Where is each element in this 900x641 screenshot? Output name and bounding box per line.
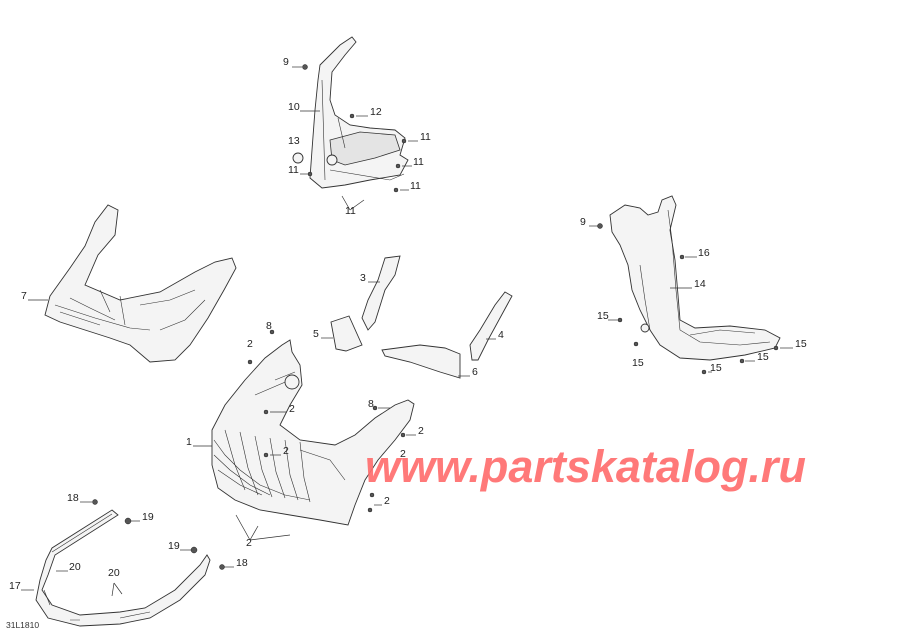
callout-11[interactable]: 11 <box>413 156 424 168</box>
callout-2[interactable]: 2 <box>418 425 424 437</box>
part-1-front-fascia <box>211 339 415 526</box>
callout-8[interactable]: 8 <box>266 320 272 332</box>
callout-2[interactable]: 2 <box>400 448 406 460</box>
callout-14[interactable]: 14 <box>694 278 706 290</box>
callout-7[interactable]: 7 <box>21 290 27 302</box>
callout-2[interactable]: 2 <box>384 495 390 507</box>
callout-2[interactable]: 2 <box>246 537 252 549</box>
callout-11[interactable]: 11 <box>420 131 431 143</box>
callout-20[interactable]: 20 <box>108 567 120 579</box>
part-14-frame <box>609 195 781 361</box>
callout-13[interactable]: 13 <box>288 135 300 147</box>
callout-20[interactable]: 20 <box>69 561 81 573</box>
callout-5[interactable]: 5 <box>313 328 319 340</box>
fasteners <box>92 64 779 570</box>
drawing-code: 31L1810 <box>6 620 40 630</box>
part-17-bumper <box>35 509 211 627</box>
callout-15[interactable]: 15 <box>710 362 722 374</box>
callout-6[interactable]: 6 <box>472 366 478 378</box>
watermark: www.partskatalog.ru <box>365 441 806 492</box>
callout-3[interactable]: 3 <box>360 272 366 284</box>
callout-4[interactable]: 4 <box>498 329 504 341</box>
callout-9[interactable]: 9 <box>580 216 586 228</box>
callout-1[interactable]: 1 <box>186 436 192 448</box>
part-7-upper-fascia <box>44 204 237 363</box>
callout-9[interactable]: 9 <box>283 56 289 68</box>
callout-15[interactable]: 15 <box>795 338 807 350</box>
callout-2[interactable]: 2 <box>247 338 253 350</box>
callout-11[interactable]: 11 <box>345 205 356 217</box>
callout-2[interactable]: 2 <box>283 445 289 457</box>
part-10-frame <box>292 36 409 189</box>
callout-18[interactable]: 18 <box>67 492 79 504</box>
part-5-pad <box>330 315 363 352</box>
leader-lines <box>21 66 793 597</box>
callout-19[interactable]: 19 <box>168 540 180 552</box>
part-4-deflector <box>469 291 513 361</box>
callout-18[interactable]: 18 <box>236 557 248 569</box>
part-3-deflector <box>361 255 401 331</box>
callout-12[interactable]: 12 <box>370 106 382 118</box>
callout-10[interactable]: 10 <box>288 101 300 113</box>
callout-11[interactable]: 11 <box>410 180 421 192</box>
part-6-panel <box>381 344 461 379</box>
callout-17[interactable]: 17 <box>9 580 21 592</box>
callout-15[interactable]: 15 <box>597 310 609 322</box>
callout-2[interactable]: 2 <box>289 403 295 415</box>
callout-19[interactable]: 19 <box>142 511 154 523</box>
callout-16[interactable]: 16 <box>698 247 710 259</box>
callout-15[interactable]: 15 <box>632 357 644 369</box>
callout-11[interactable]: 11 <box>288 164 299 176</box>
callout-15[interactable]: 15 <box>757 351 769 363</box>
callout-8[interactable]: 8 <box>368 398 374 410</box>
